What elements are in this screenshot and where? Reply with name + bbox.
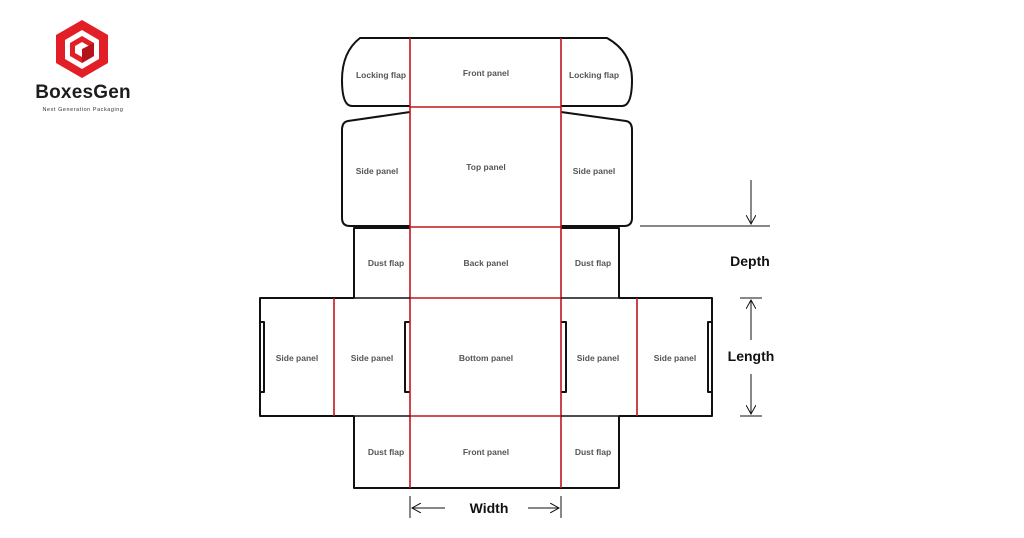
dimension-indicators: Depth Length Width [409, 180, 775, 518]
inner-notch-left [404, 321, 410, 393]
fold-lines [333, 38, 638, 488]
bottom-row-outline [259, 297, 713, 417]
panel-labels: Locking flap Front panel Locking flap Si… [276, 68, 697, 457]
label-dust-flap-upper-right: Dust flap [575, 258, 611, 268]
outer-notch-left [260, 321, 265, 393]
width-label: Width [470, 500, 509, 516]
length-label: Length [728, 348, 775, 364]
label-bottom-panel: Bottom panel [459, 353, 513, 363]
label-side-panel-inner-right: Side panel [577, 353, 620, 363]
hexagon-cube-logo-icon [56, 20, 108, 78]
label-dust-flap-upper-left: Dust flap [368, 258, 404, 268]
label-side-panel-upper-right: Side panel [573, 166, 616, 176]
label-side-panel-upper-left: Side panel [356, 166, 399, 176]
label-locking-flap-left: Locking flap [356, 70, 406, 80]
dust-flap-upper-outline [353, 227, 620, 298]
side-panel-upper-right-outline [560, 111, 633, 227]
dust-flap-lower-outline [353, 416, 620, 489]
side-panel-upper-left-outline [341, 111, 411, 227]
depth-label: Depth [730, 253, 770, 269]
brand-name: BoxesGen [35, 82, 131, 103]
brand-tagline: Next Generation Packaging [42, 107, 124, 113]
cut-lines [259, 37, 713, 489]
label-dust-flap-lower-right: Dust flap [575, 447, 611, 457]
label-front-panel-bottom: Front panel [463, 447, 509, 457]
label-side-panel-inner-left: Side panel [351, 353, 394, 363]
brand-logo: BoxesGen Next Generation Packaging [28, 18, 148, 118]
label-back-panel: Back panel [464, 258, 509, 268]
label-top-panel: Top panel [466, 162, 506, 172]
inner-notch-right [561, 321, 567, 393]
locking-flap-row-outline [341, 37, 633, 107]
label-side-panel-outer-left: Side panel [276, 353, 319, 363]
label-front-panel-top: Front panel [463, 68, 509, 78]
outer-notch-right [707, 321, 712, 393]
label-side-panel-outer-right: Side panel [654, 353, 697, 363]
label-dust-flap-lower-left: Dust flap [368, 447, 404, 457]
label-locking-flap-right: Locking flap [569, 70, 619, 80]
